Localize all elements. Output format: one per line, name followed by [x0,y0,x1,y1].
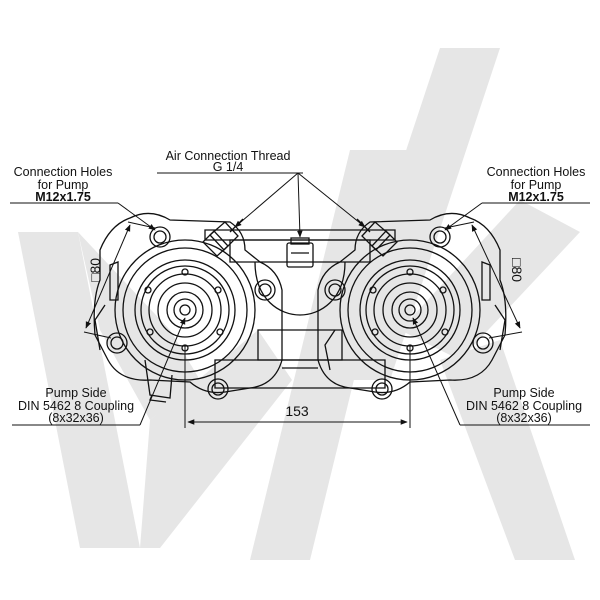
left-pump-callout: Pump Side DIN 5462 8 Coupling (8x32x36) [18,386,134,425]
watermark-logo [18,48,580,560]
leader-lines [10,172,590,426]
right-pump-line2: DIN 5462 8 Coupling [466,399,582,413]
right-holes-line1: Connection Holes [487,165,586,179]
left-pump-line2: DIN 5462 8 Coupling [18,399,134,413]
air-connection-title: Air Connection Thread [166,149,291,163]
left-holes-line1: Connection Holes [14,165,113,179]
left-air-fitting [202,218,244,257]
right-holes-line2: for Pump [511,178,562,192]
left-holes-callout: Connection Holes for Pump M12x1.75 [14,165,113,204]
air-connection-thread: G 1/4 [213,160,244,174]
center-distance-label: 153 [285,403,309,419]
left-holes-thread: M12x1.75 [35,190,91,204]
air-connection-callout: Air Connection Thread G 1/4 [166,149,291,174]
right-holes-callout: Connection Holes for Pump M12x1.75 [487,165,586,204]
dimension-lines [83,221,523,428]
right-pump-line1: Pump Side [493,386,554,400]
right-pump-line3: (8x32x36) [496,411,552,425]
left-square-label: □80 [87,258,103,282]
left-pump-line3: (8x32x36) [48,411,104,425]
left-holes-line2: for Pump [38,178,89,192]
right-holes-thread: M12x1.75 [508,190,564,204]
right-square-label: □80 [509,258,525,282]
left-pump-line1: Pump Side [45,386,106,400]
right-pump-callout: Pump Side DIN 5462 8 Coupling (8x32x36) [466,386,582,425]
